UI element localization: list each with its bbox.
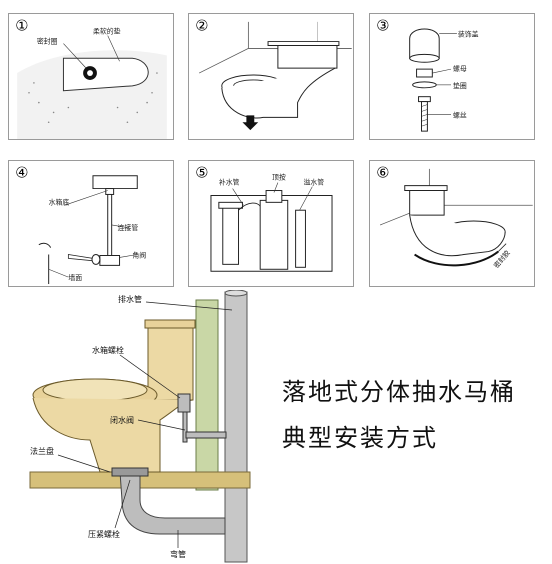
step-5-panel: ⑤ 补水管 顶按 溢水管	[188, 160, 354, 287]
elbow-pipe-label: 弯管	[170, 549, 186, 559]
step-5-illustration: ⑤ 补水管 顶按 溢水管	[195, 165, 333, 272]
overflow-pipe-label: 溢水管	[303, 178, 324, 187]
step-4-number: ④	[15, 165, 28, 182]
step-5-number: ⑤	[195, 165, 208, 182]
step-1-number: ①	[15, 18, 28, 35]
bolt-label: 螺丝	[453, 110, 467, 119]
step-4-illustration: ④ 水箱底 连接管 角阀 墙面	[15, 165, 146, 285]
step-2-illustration: ②	[195, 18, 352, 131]
decorative-cap-label: 装饰盖	[458, 30, 479, 39]
tank-bottom-label: 水箱底	[49, 197, 70, 206]
step-3-panel: ③ 装饰盖 螺母 垫圈 螺丝	[369, 13, 535, 140]
refill-tube-label: 补水管	[219, 178, 240, 187]
nut-label: 螺母	[453, 64, 467, 73]
top-button-label: 顶按	[272, 173, 286, 182]
drain-pipe-label: 排水管	[118, 294, 142, 304]
step-6-panel: ⑥ 密封胶	[369, 160, 535, 287]
wall-label: 墙面	[68, 273, 82, 282]
shutoff-valve-label: 闭水阀	[110, 415, 134, 425]
step-3-illustration: ③ 装饰盖 螺母 垫圈 螺丝	[376, 18, 479, 132]
main-title-line-1: 落地式分体抽水马桶	[282, 378, 516, 406]
step-3-number: ③	[376, 18, 389, 35]
main-title-line-2: 典型安装方式	[282, 424, 438, 452]
step-1-illustration: ① 密封圈 柔软的垫	[15, 18, 167, 139]
washer-label: 垫圈	[453, 81, 467, 90]
step-4-panel: ④ 水箱底 连接管 角阀 墙面	[8, 160, 174, 287]
toilet-cross-section: 排水管 水箱螺栓 闭水阀 法兰盘 压紧螺栓 弯管	[29, 290, 251, 563]
tank-bolt-label: 水箱螺栓	[92, 345, 124, 355]
step-6-illustration: ⑥ 密封胶	[376, 165, 533, 270]
flange-plate-label: 法兰盘	[30, 446, 54, 456]
step-1-panel: ① 密封圈 柔软的垫	[8, 13, 174, 140]
step-6-number: ⑥	[376, 165, 389, 182]
seal-ring-label: 密封圈	[37, 37, 58, 46]
step-2-number: ②	[195, 18, 208, 35]
angle-valve-label: 角阀	[132, 250, 146, 259]
sealant-label: 密封胶	[492, 248, 512, 270]
soft-pad-label: 柔软的垫	[93, 27, 121, 36]
connecting-pipe-label: 连接管	[118, 223, 139, 232]
hold-down-bolt-label: 压紧螺栓	[88, 529, 120, 539]
main-installation-diagram: 排水管 水箱螺栓 闭水阀 法兰盘 压紧螺栓 弯管	[0, 290, 552, 564]
step-2-panel: ②	[188, 13, 354, 140]
